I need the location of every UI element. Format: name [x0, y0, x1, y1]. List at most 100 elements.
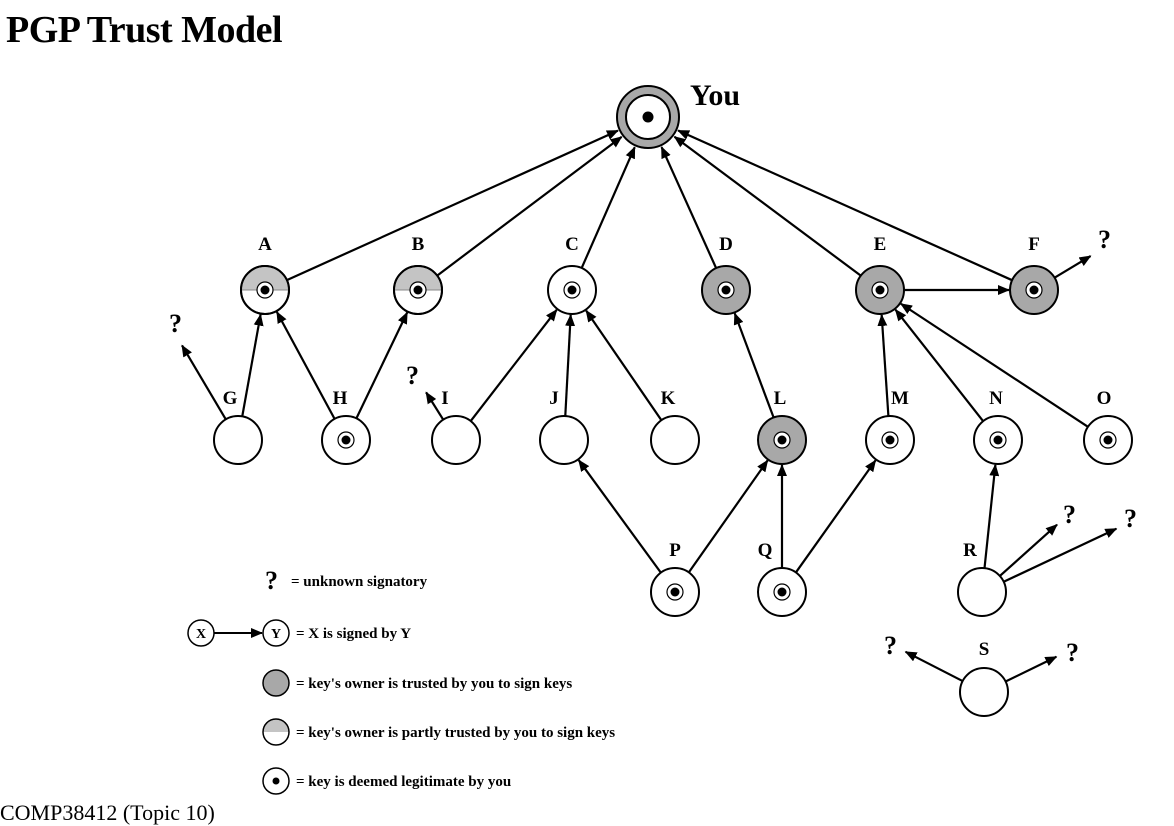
legend-unknown-text: = unknown signatory — [291, 574, 428, 590]
unknown-mark-f: ? — [1098, 225, 1111, 254]
node-i-label: I — [441, 388, 448, 409]
edge-n-to-e — [894, 308, 985, 422]
node-h-label: H — [333, 388, 348, 409]
node-b-label: B — [412, 234, 425, 255]
node-n-label: N — [989, 388, 1003, 409]
edge-h-to-a — [275, 311, 336, 420]
node-g-circle — [213, 415, 263, 465]
node-a-legit-dot — [260, 285, 270, 295]
edge-q-to-m — [795, 459, 877, 574]
node-c-legit-dot — [567, 285, 577, 295]
edge-f-to-you — [677, 129, 1013, 282]
page-title: PGP Trust Model — [6, 9, 283, 51]
edge-p-to-l — [687, 459, 769, 574]
node-s[interactable] — [959, 667, 1009, 717]
node-j-circle — [539, 415, 589, 465]
node-you[interactable] — [616, 85, 680, 149]
footer-course-label: COMP38412 (Topic 10) — [0, 800, 215, 825]
node-k[interactable] — [650, 415, 700, 465]
node-m-legit-dot — [885, 435, 895, 445]
node-p-legit-dot — [670, 587, 680, 597]
node-l-label: L — [774, 388, 787, 409]
node-a[interactable] — [240, 265, 290, 315]
edge-r-to-unknown — [999, 523, 1058, 577]
node-q-legit-dot — [777, 587, 787, 597]
node-d[interactable] — [701, 265, 751, 315]
node-g[interactable] — [213, 415, 263, 465]
edge-o-to-e — [900, 302, 1089, 428]
node-r-label: R — [963, 540, 977, 561]
node-q[interactable] — [757, 567, 807, 617]
node-l-legit-dot — [777, 435, 787, 445]
node-e[interactable] — [855, 265, 905, 315]
edge-m-to-e — [877, 313, 890, 417]
unknown-mark-s1: ? — [884, 631, 897, 660]
node-a-partial-fill — [242, 267, 288, 290]
unknown-mark-g: ? — [169, 309, 182, 338]
unknown-mark-s2: ? — [1066, 638, 1079, 667]
edge-c-to-you — [580, 146, 636, 269]
node-n-legit-dot — [993, 435, 1003, 445]
node-f-legit-dot — [1029, 285, 1039, 295]
edge-i-to-unknown — [425, 391, 445, 421]
node-p[interactable] — [650, 567, 700, 617]
edge-r-to-unknown — [1003, 527, 1118, 583]
node-b-partial-fill — [395, 267, 441, 290]
node-b[interactable] — [393, 265, 443, 315]
legend-legit-swatch — [262, 767, 290, 795]
node-m[interactable] — [865, 415, 915, 465]
node-s-circle — [959, 667, 1009, 717]
edge-d-to-you — [660, 146, 718, 269]
edge-r-to-n — [983, 463, 1000, 569]
legend-y-letter: Y — [271, 627, 281, 642]
node-q-label: Q — [758, 540, 773, 561]
node-a-label: A — [258, 234, 272, 255]
legend-trusted-text: = key's owner is trusted by you to sign … — [296, 676, 572, 692]
node-e-label: E — [874, 234, 887, 255]
node-i[interactable] — [431, 415, 481, 465]
edge-s-to-unknown — [904, 650, 964, 683]
node-h[interactable] — [321, 415, 371, 465]
edge-e-to-you — [673, 135, 862, 277]
edge-g-to-unknown — [181, 344, 227, 420]
node-f-label: F — [1028, 234, 1040, 255]
legend-signed-text: = X is signed by Y — [296, 626, 411, 642]
unknown-mark-r2: ? — [1124, 504, 1137, 533]
node-j[interactable] — [539, 415, 589, 465]
legend: ? = unknown signatory X Y = X is signed … — [187, 566, 615, 795]
node-o[interactable] — [1083, 415, 1133, 465]
node-k-label: K — [661, 388, 676, 409]
edge-j-to-c — [564, 313, 576, 417]
node-r[interactable] — [957, 567, 1007, 617]
node-p-label: P — [669, 540, 681, 561]
legend-partly-swatch — [262, 718, 290, 746]
node-h-legit-dot — [341, 435, 351, 445]
node-f[interactable] — [1009, 265, 1059, 315]
node-c-label: C — [565, 234, 579, 255]
node-k-circle — [650, 415, 700, 465]
node-d-label: D — [719, 234, 733, 255]
legend-trusted-swatch — [262, 669, 290, 697]
node-c[interactable] — [547, 265, 597, 315]
edge-a-to-you — [286, 129, 619, 282]
node-n[interactable] — [973, 415, 1023, 465]
node-o-legit-dot — [1103, 435, 1113, 445]
node-b-legit-dot — [413, 285, 423, 295]
node-i-circle — [431, 415, 481, 465]
legend-legit-text: = key is deemed legitimate by you — [296, 774, 511, 790]
legend-partly-text: = key's owner is partly trusted by you t… — [296, 725, 615, 741]
edge-p-to-j — [577, 459, 662, 574]
node-r-circle — [957, 567, 1007, 617]
edge-i-to-c — [469, 308, 558, 422]
legend-x-letter: X — [196, 627, 206, 642]
edge-f-to-unknown — [1054, 255, 1092, 279]
node-e-legit-dot — [875, 285, 885, 295]
node-m-label: M — [891, 388, 909, 409]
edge-l-to-d — [733, 312, 775, 418]
node-g-label: G — [223, 388, 238, 409]
node-b-outline — [393, 265, 443, 315]
unknown-mark-i: ? — [406, 361, 419, 390]
node-l[interactable] — [757, 415, 807, 465]
node-s-label: S — [979, 639, 990, 660]
